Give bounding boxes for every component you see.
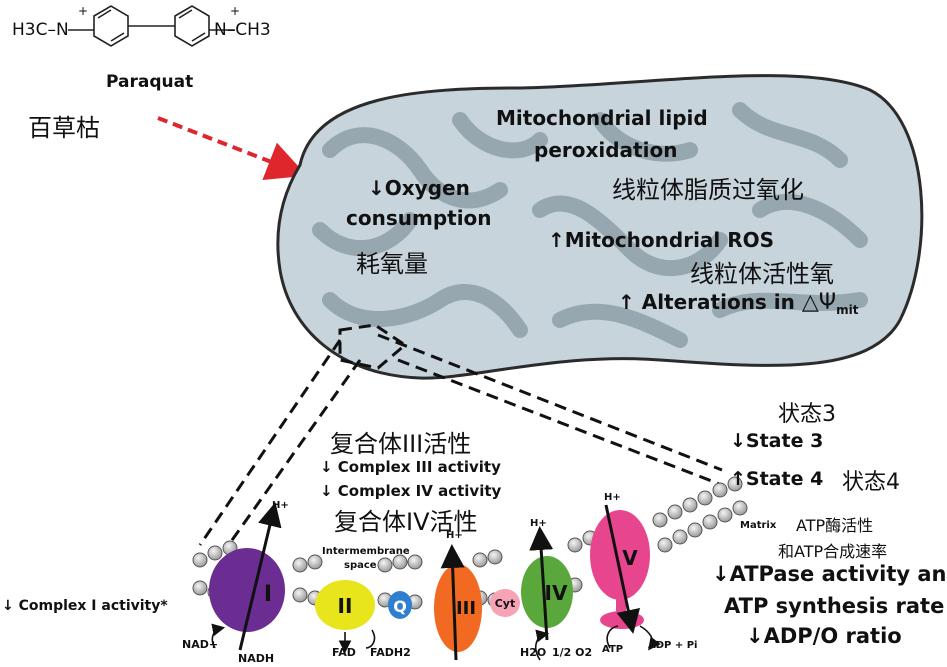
- lipid-peroxidation-line1: Mitochondrial lipid: [496, 106, 708, 130]
- paraquat-right-group: N–CH3: [214, 20, 271, 40]
- nad-label: NAD+: [182, 638, 219, 651]
- paraquat-structure: [68, 5, 235, 47]
- atpase-activity: ↓ATPase activity and: [712, 562, 947, 586]
- delta-psi-symbol: △Ψ: [801, 290, 837, 315]
- cyt-c: [490, 589, 520, 617]
- etc-complexes: [209, 510, 650, 652]
- complex-4-label: IV: [545, 581, 568, 605]
- state4: ↑State 4: [730, 468, 824, 490]
- complex-3-activity: ↓ Complex III activity: [320, 458, 501, 476]
- complex-2: [315, 580, 375, 630]
- complex-1-activity: ↓ Complex I activity*: [2, 598, 168, 614]
- membrane-potential-alterations: ↑ Alterations in △Ψmit: [618, 290, 858, 317]
- fadh2-label: FADH2: [370, 646, 411, 659]
- oxygen-consumption-line1: ↓Oxygen: [368, 176, 470, 200]
- complex-3-zh: 复合体III活性: [330, 430, 472, 458]
- complex-1: [209, 548, 285, 632]
- atp-label: ATP: [602, 644, 624, 655]
- hplus-4: H+: [530, 518, 547, 529]
- zoom-callout: [198, 323, 723, 551]
- intermembrane-label-2: space: [344, 560, 377, 571]
- state4-zh: 状态4: [842, 470, 900, 495]
- hplus-5: H+: [604, 492, 621, 503]
- atp-synthesis-zh: 和ATP合成速率: [778, 542, 888, 561]
- hplus-3: H+: [446, 530, 463, 541]
- alterations-text: ↑ Alterations in: [618, 290, 795, 314]
- state3: ↓State 3: [730, 430, 824, 452]
- red-dashed-arrow: [157, 116, 307, 180]
- state3-zh: 状态3: [778, 402, 836, 427]
- h2o-label: H2O: [520, 646, 547, 659]
- lipid-peroxidation-line2: peroxidation: [534, 138, 678, 162]
- mit-subscript: mit: [836, 303, 859, 317]
- oxygen-consumption-zh: 耗氧量: [356, 250, 428, 278]
- mitochondrial-ros: ↑Mitochondrial ROS: [548, 228, 775, 252]
- complex-2-label: II: [338, 594, 353, 618]
- complex-4-activity: ↓ Complex IV activity: [320, 482, 502, 500]
- paraquat-charge-right: +: [230, 4, 241, 18]
- oxygen-consumption-line2: consumption: [346, 206, 492, 230]
- mitochondrion: [276, 74, 924, 380]
- matrix-label: Matrix: [740, 520, 777, 531]
- q-carrier: [388, 591, 412, 619]
- nadh-label: NADH: [238, 652, 275, 665]
- complex-1-label: I: [264, 582, 272, 607]
- q-label: Q: [393, 597, 407, 616]
- complex-4-zh: 复合体IV活性: [334, 508, 478, 536]
- cyt-label: Cyt: [495, 597, 516, 610]
- adp-o-ratio: ↓ADP/O ratio: [746, 624, 902, 648]
- mitochondrial-ros-zh: 线粒体活性氧: [690, 260, 834, 288]
- lipid-peroxidation-zh: 线粒体脂质过氧化: [612, 176, 804, 204]
- complex-3-label: III: [456, 598, 476, 619]
- fad-label: FAD: [332, 646, 356, 659]
- complex-5: [590, 510, 650, 600]
- intermembrane-label-1: Intermembrane: [322, 546, 410, 557]
- half-o2-label: 1/2 O2: [552, 646, 593, 659]
- paraquat-charge-left: +: [78, 4, 89, 18]
- adp-pi-label: ADP + Pi: [648, 640, 698, 651]
- atp-activity-zh: ATP酶活性: [796, 516, 874, 535]
- complex-4: [521, 556, 573, 628]
- paraquat-name: Paraquat: [106, 72, 194, 92]
- paraquat-left-group: H3C–N: [12, 20, 69, 40]
- atp-synthesis-rate: ATP synthesis rate: [724, 594, 945, 618]
- paraquat-name-zh: 百草枯: [28, 114, 100, 142]
- complex-3: [434, 564, 482, 652]
- complex-5-label: V: [622, 546, 638, 570]
- hplus-1: H+: [272, 500, 289, 511]
